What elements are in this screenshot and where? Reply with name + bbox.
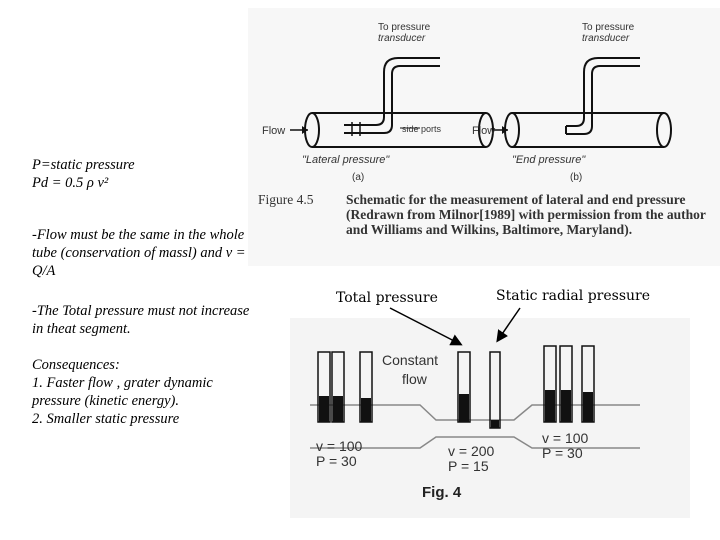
panel-a-to-pressure: To pressure: [378, 22, 431, 33]
panel-a-side-ports: side ports: [402, 124, 442, 134]
left-velocity: v = 100: [316, 438, 363, 454]
constant-label: Constant: [382, 352, 438, 368]
dynamic-pressure-equation: Pd = 0.5 ρ v²: [32, 175, 109, 191]
static-radial-pressure-label: Static radial pressure: [496, 288, 651, 304]
consequences-heading: Consequences:: [32, 357, 120, 373]
figure-4-5-label: Figure 4.5: [258, 192, 314, 207]
right-velocity: v = 100: [542, 430, 589, 446]
panel-a-transducer: transducer: [378, 33, 426, 44]
mid-pressure: P = 15: [448, 458, 489, 474]
panel-b-probe: [565, 57, 640, 135]
panel-a-tube: [304, 112, 494, 148]
panel-a-probe: [344, 57, 440, 136]
flow-label: flow: [402, 371, 428, 387]
total-pressure-arrow: [389, 307, 463, 346]
panel-b-letter: (b): [570, 172, 582, 183]
panel-b-tube: [504, 112, 672, 148]
total-pressure-label: Total pressure: [336, 290, 438, 306]
panel-a-caption: "Lateral pressure": [302, 154, 390, 166]
panel-b-flow-label: Flow: [472, 125, 495, 137]
consequences-block: Consequences: 1. Faster flow , grater dy…: [32, 356, 262, 428]
figure-4-title: Fig. 4: [422, 484, 462, 501]
panel-a-letter: (a): [352, 172, 364, 183]
left-piezometer-pair: [317, 351, 373, 423]
consequence-item-1: 1. Faster flow , grater dynamic pressure…: [32, 375, 213, 409]
consequence-item-2: 2. Smaller static pressure: [32, 411, 180, 427]
static-pressure-definition: P=static pressure: [32, 157, 135, 173]
static-pressure-arrow: [496, 307, 521, 343]
middle-piezometer-pair: [457, 351, 501, 429]
panel-a-flow-arrow: [290, 126, 308, 134]
right-pressure: P = 30: [542, 445, 583, 461]
panel-b-flow-arrow: [494, 126, 508, 134]
flow-conservation-note: -Flow must be the same in the whole tube…: [32, 227, 246, 279]
panel-a-flow-label: Flow: [262, 125, 285, 137]
figure-4-5-caption: Schematic for the measurement of lateral…: [346, 192, 706, 237]
left-pressure: P = 30: [316, 453, 357, 469]
panel-b-transducer: transducer: [582, 33, 630, 44]
right-piezometer-pair: [543, 345, 595, 423]
mid-velocity: v = 200: [448, 443, 495, 459]
total-pressure-note: -The Total pressure must not increase in…: [32, 303, 250, 337]
panel-b-caption: "End pressure": [512, 154, 586, 166]
figure-4-5-scan: [248, 8, 720, 266]
panel-b-to-pressure: To pressure: [582, 22, 635, 33]
